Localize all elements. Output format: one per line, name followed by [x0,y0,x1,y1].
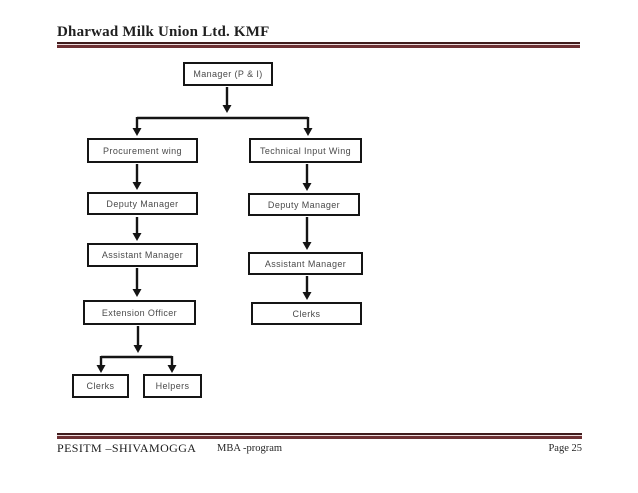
title-rule-gap [57,44,580,45]
footer-rule [57,433,582,439]
org-node-helpers: Helpers [143,374,202,398]
footer-institution: PESITM –SHIVAMOGGA [57,441,197,455]
org-node-clerks-procurement: Clerks [72,374,129,398]
org-node-assistant-manager-procurement: Assistant Manager [87,243,198,267]
org-node-clerks-technical: Clerks [251,302,362,325]
title-rule-thin-line [57,42,580,44]
org-node-deputy-manager-procurement: Deputy Manager [87,192,198,215]
org-node-technical-input-wing: Technical Input Wing [249,138,362,163]
org-node-extension-officer: Extension Officer [83,300,196,325]
footer-rule-thick-line [57,436,582,439]
footer-page-number: Page 25 [548,443,582,454]
org-node-assistant-manager-technical: Assistant Manager [248,252,363,275]
title-rule [57,42,580,48]
footer-program: MBA -program [217,443,283,454]
org-node-manager: Manager (P & I) [183,62,273,86]
org-node-deputy-manager-technical: Deputy Manager [248,193,360,216]
title-rule-thick-line [57,45,580,48]
footer-rule-gap [57,435,582,436]
org-node-procurement-wing: Procurement wing [87,138,198,163]
page-title: Dharwad Milk Union Ltd. KMF [57,24,270,40]
footer-rule-thin-line [57,433,582,435]
